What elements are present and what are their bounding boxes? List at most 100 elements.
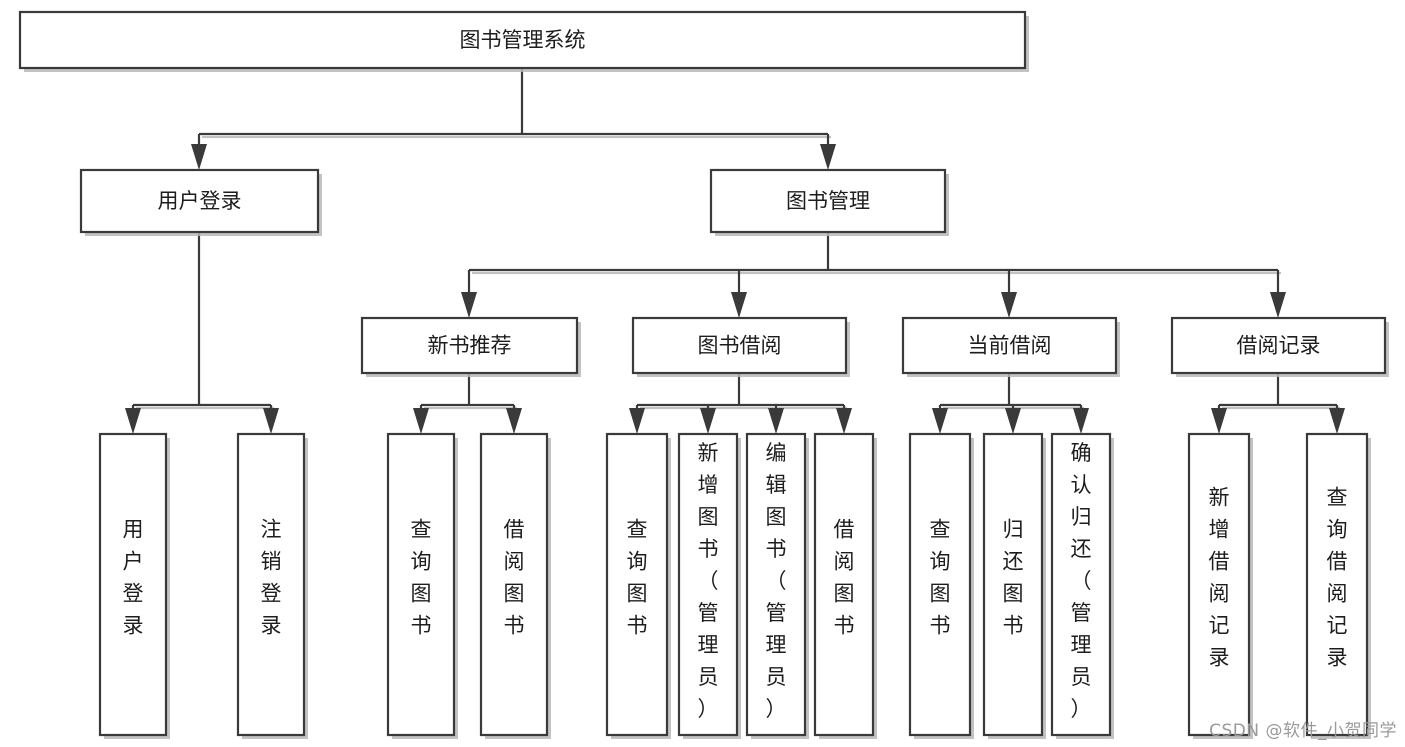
- leaf-node-12-label: 新增借阅记录: [1209, 486, 1230, 670]
- new-book-rail: [421, 373, 517, 410]
- leaf-node-8-label: 借阅图书: [834, 518, 855, 638]
- arrow-to-book-mgmt-head: [820, 144, 836, 170]
- leaf-node-6-label: 新增图书（管理员）: [698, 441, 719, 721]
- leaf-node-11[interactable]: 确认归还（管理员）: [1050, 432, 1114, 739]
- leaf-node-13[interactable]: 查询借阅记录: [1305, 432, 1371, 739]
- leaf-node-4[interactable]: 借阅图书: [479, 432, 551, 739]
- leaf-node-12-rect[interactable]: [1187, 432, 1251, 737]
- leaf-node-8[interactable]: 借阅图书: [813, 432, 877, 739]
- leaf-node-3[interactable]: 查询图书: [386, 432, 458, 739]
- level3-node-3[interactable]: 当前借阅: [901, 316, 1120, 377]
- arrow-to-leaf-7-head: [768, 408, 784, 434]
- leaf-node-10[interactable]: 归还图书: [982, 432, 1046, 739]
- leaf-node-2[interactable]: 注销登录: [236, 432, 308, 739]
- level2-node-2[interactable]: 图书管理: [709, 168, 949, 236]
- leaf-node-5-label: 查询图书: [627, 518, 648, 638]
- leaf-node-9-rect[interactable]: [908, 432, 972, 737]
- arrow-to-leaf-13-head: [1329, 408, 1345, 434]
- leaf-node-3-rect[interactable]: [386, 432, 456, 737]
- book-mgmt-rail: [469, 232, 1281, 275]
- arrow-to-leaf-13: [1329, 405, 1345, 434]
- arrow-to-leaf-8-head: [836, 408, 852, 434]
- arrow-to-leaf-11-head: [1073, 408, 1089, 434]
- arrow-to-borrow: [731, 270, 747, 318]
- leaf-node-2-label: 注销登录: [261, 518, 282, 638]
- root-rail: [199, 68, 831, 139]
- leaf-node-10-label: 归还图书: [1003, 518, 1024, 638]
- root-node-1-label: 图书管理系统: [460, 28, 586, 52]
- level3-node-1[interactable]: 新书推荐: [360, 316, 581, 377]
- record-rail: [1219, 373, 1340, 410]
- arrow-to-leaf-4: [506, 405, 522, 434]
- arrow-to-leaf-9-head: [932, 408, 948, 434]
- arrow-to-leaf-6: [700, 405, 716, 434]
- leaf-node-2-rect[interactable]: [236, 432, 306, 737]
- arrow-to-book-mgmt: [820, 134, 836, 170]
- arrow-to-leaf-10-head: [1005, 408, 1021, 434]
- arrow-to-leaf-3: [413, 405, 429, 434]
- level3-node-2-rect[interactable]: [631, 316, 848, 375]
- leaf-node-9[interactable]: 查询图书: [908, 432, 974, 739]
- leaf-node-1[interactable]: 用户登录: [98, 432, 170, 739]
- root-node-1-rect[interactable]: [18, 10, 1027, 70]
- leaf-node-9-label: 查询图书: [930, 518, 951, 638]
- level3-node-3-rect[interactable]: [901, 316, 1118, 375]
- user-login-rail: [133, 232, 274, 410]
- leaf-node-6-rect[interactable]: [677, 432, 739, 737]
- leaf-node-4-label: 借阅图书: [504, 518, 525, 638]
- level3-node-4-label: 借阅记录: [1237, 334, 1321, 358]
- level3-node-2-label: 图书借阅: [698, 334, 782, 358]
- arrow-to-leaf-2: [263, 405, 279, 434]
- leaf-node-12[interactable]: 新增借阅记录: [1187, 432, 1253, 739]
- leaf-node-10-rect[interactable]: [982, 432, 1044, 737]
- level3-node-2[interactable]: 图书借阅: [631, 316, 850, 377]
- arrow-to-leaf-5-head: [629, 408, 645, 434]
- level2-node-1-rect[interactable]: [79, 168, 320, 234]
- current-rail: [940, 373, 1084, 410]
- arrow-to-leaf-10: [1005, 405, 1021, 434]
- leaf-node-5-rect[interactable]: [605, 432, 669, 737]
- level3-node-4[interactable]: 借阅记录: [1170, 316, 1389, 377]
- arrow-to-leaf-12: [1211, 405, 1227, 434]
- leaf-node-13-label: 查询借阅记录: [1327, 486, 1348, 670]
- arrow-to-user-login-head: [191, 144, 207, 170]
- leaf-node-7-rect[interactable]: [745, 432, 807, 737]
- arrow-to-leaf-1-head: [125, 408, 141, 434]
- level3-node-1-rect[interactable]: [360, 316, 579, 375]
- arrow-head-layer: [125, 134, 1345, 434]
- arrow-to-leaf-9: [932, 405, 948, 434]
- leaf-node-1-label: 用户登录: [123, 518, 144, 638]
- arrow-to-leaf-1: [125, 405, 141, 434]
- level2-node-2-rect[interactable]: [709, 168, 947, 234]
- leaf-node-6[interactable]: 新增图书（管理员）: [677, 432, 741, 739]
- leaf-node-5[interactable]: 查询图书: [605, 432, 671, 739]
- borrow-rail: [637, 373, 847, 410]
- leaf-node-4-rect[interactable]: [479, 432, 549, 737]
- level2-node-1[interactable]: 用户登录: [79, 168, 322, 236]
- level2-node-1-label: 用户登录: [158, 189, 242, 213]
- arrow-to-leaf-2-head: [263, 408, 279, 434]
- arrow-to-leaf-7: [768, 405, 784, 434]
- leaf-node-7-label: 编辑图书（管理员）: [766, 441, 787, 721]
- arrow-to-new-book-head: [461, 292, 477, 318]
- arrow-to-leaf-12-head: [1211, 408, 1227, 434]
- leaf-node-11-rect[interactable]: [1050, 432, 1112, 737]
- arrow-to-borrow-head: [731, 292, 747, 318]
- level2-node-2-label: 图书管理: [786, 189, 870, 213]
- level3-node-1-label: 新书推荐: [428, 334, 512, 358]
- connector-layer: [133, 68, 1340, 410]
- arrow-to-user-login: [191, 134, 207, 170]
- leaf-node-8-rect[interactable]: [813, 432, 875, 737]
- arrow-to-record-head: [1270, 292, 1286, 318]
- root-node-1[interactable]: 图书管理系统: [18, 10, 1029, 72]
- leaf-node-7[interactable]: 编辑图书（管理员）: [745, 432, 809, 739]
- level3-node-4-rect[interactable]: [1170, 316, 1387, 375]
- leaf-node-11-label: 确认归还（管理员）: [1071, 441, 1092, 721]
- leaf-node-1-rect[interactable]: [98, 432, 168, 737]
- csdn-watermark: CSDN @软件_小贺同学: [1209, 721, 1397, 741]
- leaf-node-3-label: 查询图书: [411, 518, 432, 638]
- leaf-node-13-rect[interactable]: [1305, 432, 1369, 737]
- arrow-to-leaf-3-head: [413, 408, 429, 434]
